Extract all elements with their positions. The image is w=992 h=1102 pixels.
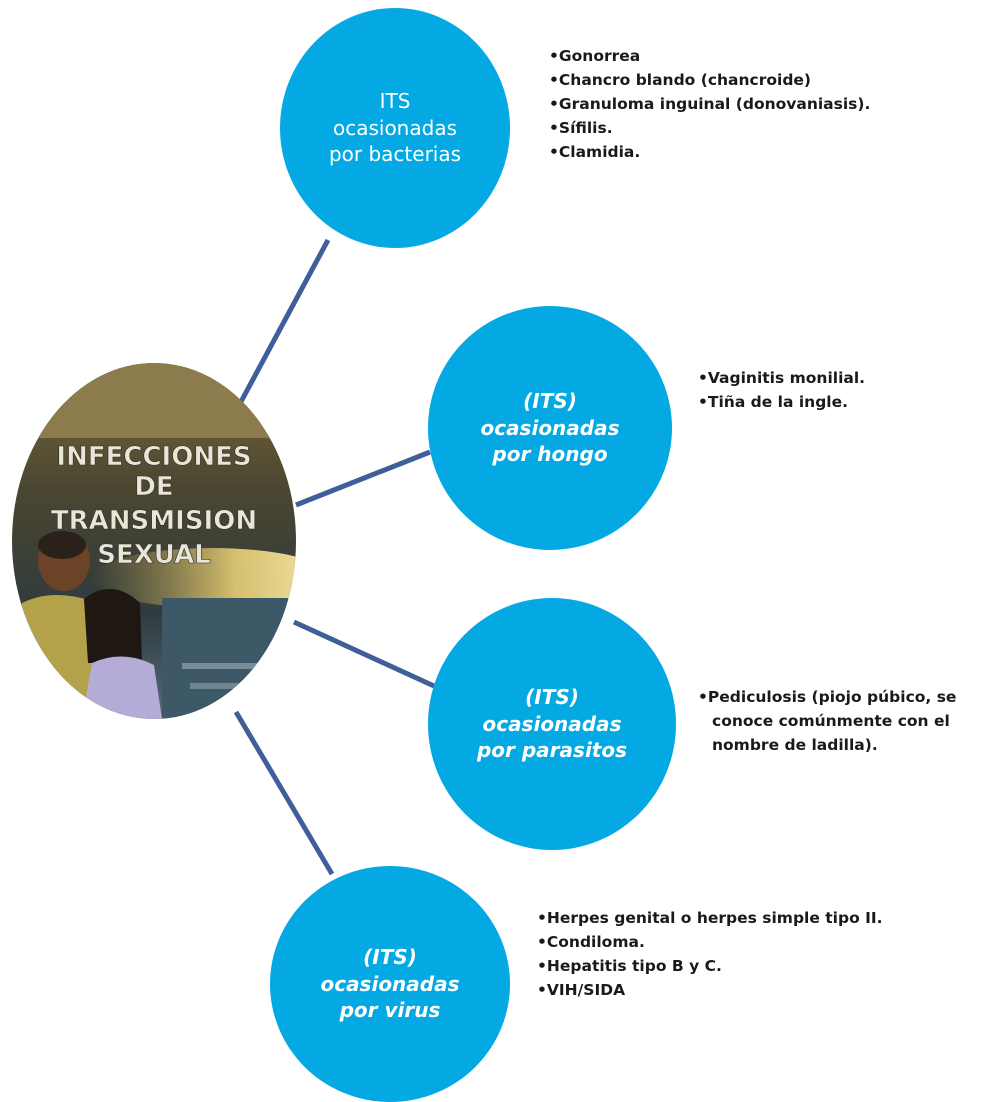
cover-title-line-3: TRANSMISION [51,506,257,536]
list-item: •Condiloma. [537,933,645,951]
book-cover-photo: INFECCIONES DE TRANSMISION SEXUAL [12,363,296,719]
list-hongo: •Vaginitis monilial. •Tiña de la ingle. [698,366,958,414]
list-item: •Hepatitis tipo B y C. [537,957,722,975]
node-parasitos-line-3: por parasitos [476,738,628,763]
node-hongo: (ITS) ocasionadas por hongo [428,306,672,550]
node-hongo-line-3: por hongo [492,442,608,467]
connector-bacterias [233,238,331,413]
connector-hongo [295,449,431,508]
node-hongo-line-1: (ITS) [523,389,577,414]
list-virus: •Herpes genital o herpes simple tipo II.… [537,906,917,1002]
list-item: •Pediculosis (piojo púbico, se conoce co… [698,688,957,754]
node-bacterias-line-1: ITS [379,89,411,114]
list-bacterias: •Gonorrea •Chancro blando (chancroide) •… [549,44,879,164]
list-parasitos: •Pediculosis (piojo púbico, se conoce co… [698,685,992,757]
node-bacterias: ITS ocasionadas por bacterias [280,8,510,248]
node-parasitos-line-2: ocasionadas [482,711,622,736]
list-item: •Clamidia. [549,143,641,161]
list-item: •Vaginitis monilial. [698,369,866,387]
list-item: •Tiña de la ingle. [698,393,849,411]
node-virus: (ITS) ocasionadas por virus [270,866,510,1102]
list-item: •Granuloma inguinal (donovaniasis). [549,95,871,113]
list-item: •Sífilis. [549,119,613,137]
cover-title-line-4: SEXUAL [97,540,211,570]
connector-parasitos [292,619,436,689]
node-bacterias-line-3: por bacterias [328,142,462,167]
node-hongo-line-2: ocasionadas [480,415,620,440]
list-item: •Herpes genital o herpes simple tipo II. [537,909,883,927]
connector-virus [233,710,335,876]
node-bacterias-line-2: ocasionadas [332,115,457,140]
cover-title-line-1: INFECCIONES [56,442,251,472]
node-virus-line-2: ocasionadas [320,971,460,996]
node-parasitos: (ITS) ocasionadas por parasitos [428,598,676,850]
node-parasitos-line-1: (ITS) [525,685,579,710]
cover-title-line-2: DE [134,472,173,502]
center-image: INFECCIONES DE TRANSMISION SEXUAL [12,363,296,719]
list-item: •VIH/SIDA [537,981,626,999]
node-virus-line-1: (ITS) [363,945,417,970]
node-virus-line-3: por virus [339,998,441,1023]
list-item: •Gonorrea [549,47,641,65]
list-item: •Chancro blando (chancroide) [549,71,812,89]
